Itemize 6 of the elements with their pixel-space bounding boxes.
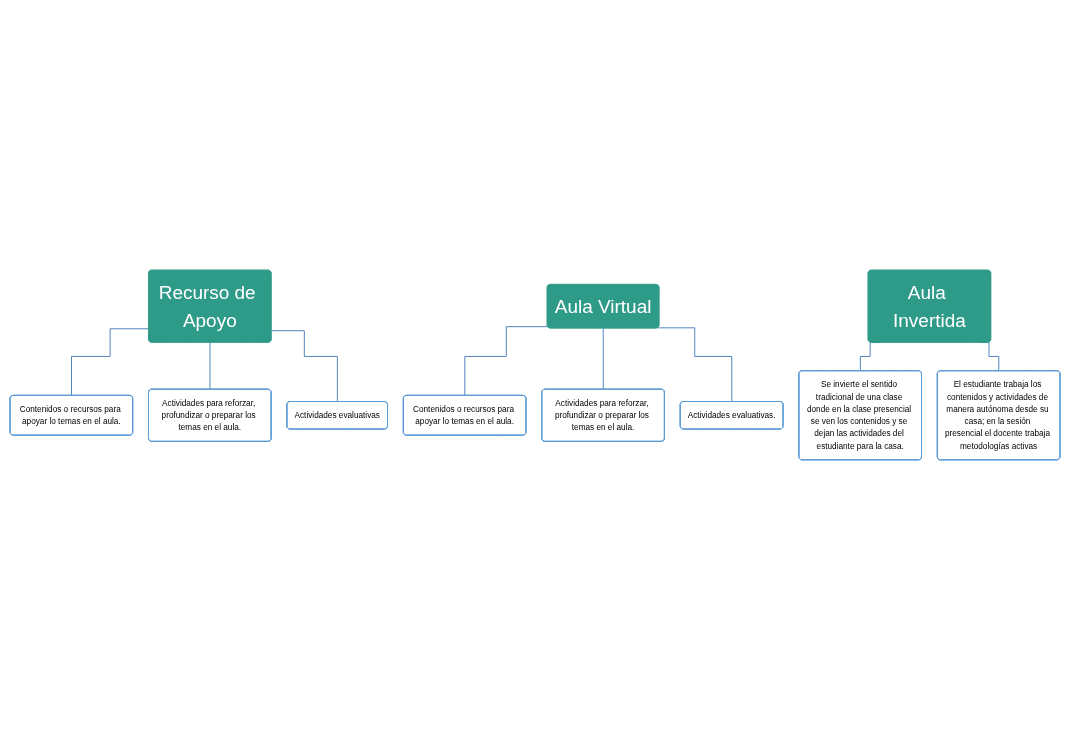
connector <box>270 330 338 403</box>
connector <box>71 328 150 397</box>
connector <box>657 327 733 403</box>
connector <box>209 342 211 390</box>
connector <box>602 327 604 390</box>
connector <box>464 326 549 397</box>
